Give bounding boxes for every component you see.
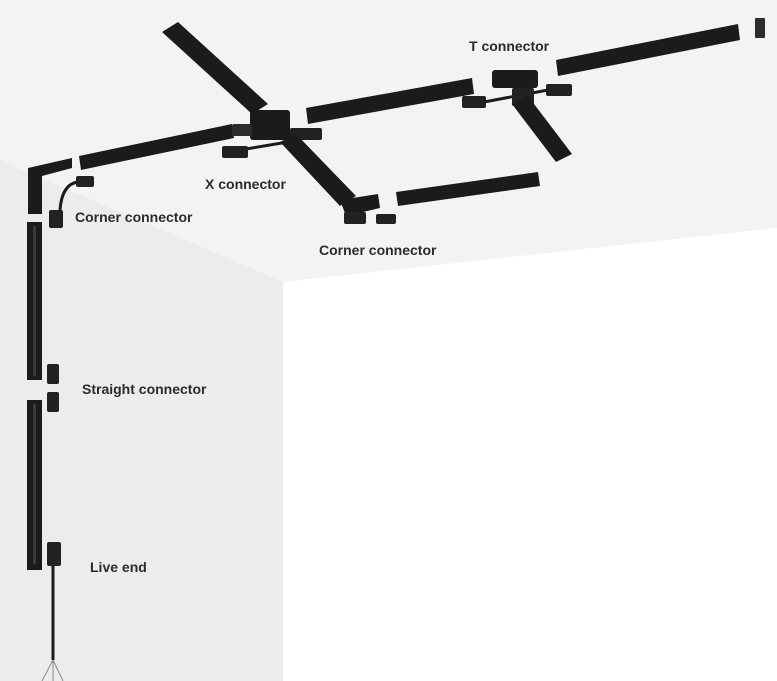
wall-track-upper-slot (33, 226, 36, 376)
straight-connector-top (47, 364, 59, 384)
label-t-connector: T connector (469, 38, 550, 54)
left-wall-surface (0, 160, 283, 681)
label-x-connector: X connector (205, 176, 286, 192)
corner-connector-middle-plug-b (376, 214, 396, 224)
label-corner-connector-middle: Corner connector (319, 242, 437, 258)
x-connector-plug-left (232, 124, 252, 136)
end-cap (755, 18, 765, 38)
x-connector-plug-bottom (222, 146, 248, 158)
t-connector-plug-right (546, 84, 572, 96)
live-end-wires (41, 659, 64, 681)
t-connector-plug-left (462, 96, 486, 108)
corner-connector-middle-body (340, 194, 380, 216)
ceiling-track-diagonal-arm (162, 22, 268, 114)
corner-connector-left-body (28, 158, 72, 214)
label-corner-connector-left: Corner connector (75, 209, 193, 225)
ceiling-track-segment-3 (396, 172, 540, 206)
ceiling-track-segment-4 (556, 24, 740, 76)
corner-connector-left-cable (58, 180, 79, 211)
ceiling-track-segment-1 (79, 124, 234, 170)
wall-track-lower-slot (33, 404, 36, 564)
ceiling-track-segment-2 (306, 78, 474, 124)
ceiling-track-t-branch (512, 96, 572, 162)
live-end-block (47, 542, 61, 566)
straight-connector-bottom (47, 392, 59, 412)
corner-connector-middle-plug-a (344, 212, 366, 224)
label-straight-connector: Straight connector (82, 381, 207, 397)
ceiling-track-diagonal-down (280, 134, 356, 206)
right-wall-surface (283, 228, 777, 681)
corner-connector-left-plug-a (76, 176, 94, 187)
corner-connector-left-plug-b (49, 210, 63, 228)
x-connector-body (250, 110, 290, 140)
t-connector-body (492, 70, 538, 88)
label-live-end: Live end (90, 559, 147, 575)
